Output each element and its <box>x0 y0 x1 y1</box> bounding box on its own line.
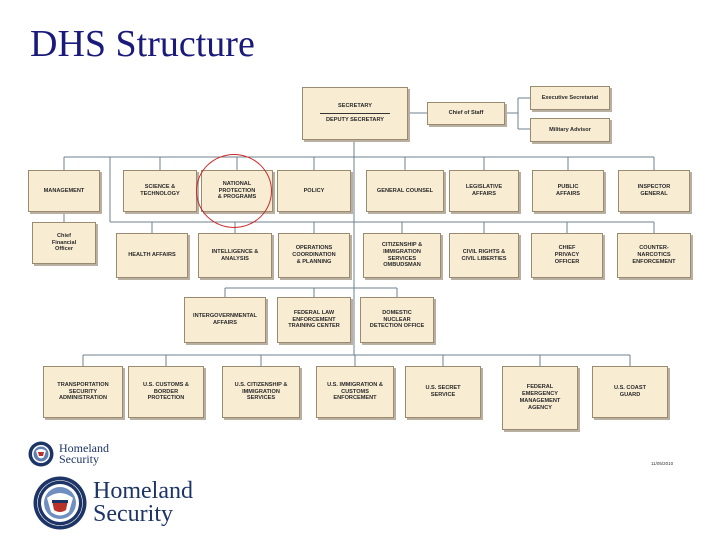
uscis-box: U.S. CITIZENSHIP & IMMIGRATION SERVICES <box>222 366 300 418</box>
health-affairs-box: HEALTH AFFAIRS <box>116 233 188 278</box>
military-advisor-box: Military Advisor <box>530 118 610 142</box>
cis-ombudsman-box: CITIZENSHIP & IMMIGRATION SERVICES OMBUD… <box>363 233 441 278</box>
dhs-logo-large: Homeland Security <box>33 476 223 530</box>
general-counsel-box: GENERAL COUNSEL <box>366 170 444 212</box>
science-technology-box: SCIENCE & TECHNOLOGY <box>123 170 197 212</box>
intergovernmental-affairs-box: INTERGOVERNMENTAL AFFAIRS <box>184 297 266 343</box>
management-box: MANAGEMENT <box>28 170 100 212</box>
logo-large-line2: Security <box>93 501 173 527</box>
dhs-logo-small: Homeland Security <box>28 440 138 468</box>
highlight-circle <box>196 154 272 228</box>
page-title: DHS Structure <box>30 23 255 65</box>
intelligence-analysis-box: INTELLIGENCE & ANALYSIS <box>198 233 272 278</box>
cbp-box: U.S. CUSTOMS & BORDER PROTECTION <box>128 366 204 418</box>
counter-narcotics-box: COUNTER- NARCOTICS ENFORCEMENT <box>617 233 691 278</box>
chief-of-staff-box: Chief of Staff <box>427 102 505 125</box>
fema-box: FEDERAL EMERGENCY MANAGEMENT AGENCY <box>502 366 578 430</box>
secretary-label: SECRETARY <box>338 103 372 110</box>
logo-small-line2: Security <box>59 452 99 466</box>
legislative-affairs-box: LEGISLATIVE AFFAIRS <box>449 170 519 212</box>
ice-box: U.S. IMMIGRATION & CUSTOMS ENFORCEMENT <box>316 366 394 418</box>
dhs-seal-large-icon <box>33 476 87 530</box>
coast-guard-box: U.S. COAST GUARD <box>592 366 668 418</box>
secret-service-box: U.S. SECRET SERVICE <box>405 366 481 418</box>
chief-financial-officer-box: Chief Financial Officer <box>32 222 96 264</box>
secretary-box: SECRETARY DEPUTY SECRETARY <box>302 87 408 140</box>
logo-large-line1: Homeland <box>93 478 193 504</box>
dhs-seal-icon <box>28 441 54 467</box>
deputy-secretary-label: DEPUTY SECRETARY <box>325 117 385 123</box>
operations-coordination-box: OPERATIONS COORDINATION & PLANNING <box>278 233 350 278</box>
fletc-box: FEDERAL LAW ENFORCEMENT TRAINING CENTER <box>277 297 351 343</box>
inspector-general-box: INSPECTOR GENERAL <box>618 170 690 212</box>
chief-privacy-officer-box: CHIEF PRIVACY OFFICER <box>531 233 603 278</box>
date-stamp: 11/05/2010 <box>651 461 674 466</box>
policy-box: POLICY <box>277 170 351 212</box>
public-affairs-box: PUBLIC AFFAIRS <box>532 170 604 212</box>
civil-rights-box: CIVIL RIGHTS & CIVIL LIBERTIES <box>449 233 519 278</box>
tsa-box: TRANSPORTATION SECURITY ADMINISTRATION <box>43 366 123 418</box>
divider <box>320 113 390 114</box>
logo-small-line1: Homeland <box>59 441 109 455</box>
executive-secretariat-box: Executive Secretariat <box>530 86 610 110</box>
domestic-nuclear-detection-box: DOMESTIC NUCLEAR DETECTION OFFICE <box>360 297 434 343</box>
